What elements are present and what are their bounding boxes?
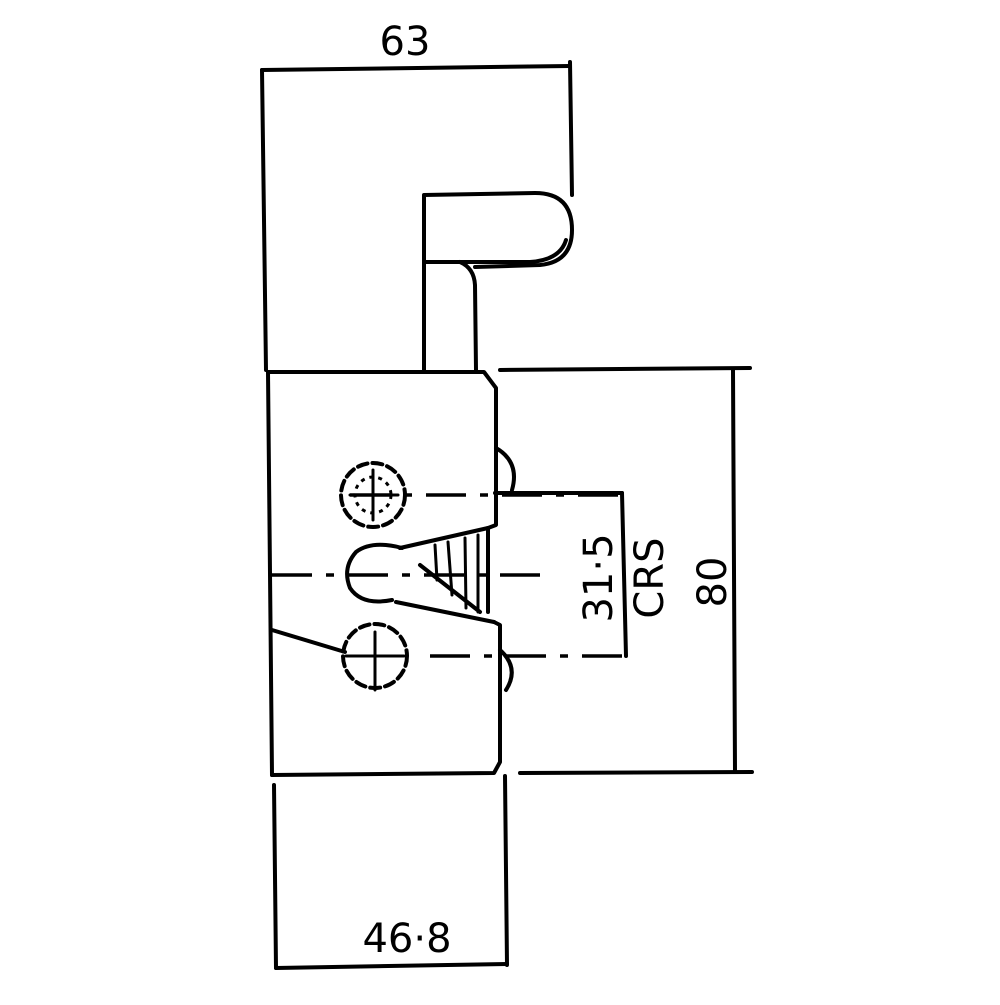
dimension-46-8: 46·8 — [272, 774, 509, 970]
dimension-label-overall-width: 63 — [380, 19, 431, 65]
dimension-63: 63 — [260, 19, 574, 372]
lower-screw — [341, 622, 409, 692]
dimension-label-fixing-centres: 31·5 — [576, 533, 622, 622]
lever-handle — [422, 191, 574, 372]
centre-lines — [272, 493, 628, 658]
dimension-label-body-width: 46·8 — [362, 916, 451, 962]
keeper-arcs — [494, 446, 516, 692]
dimension-31-5-crs: 31·5 CRS — [493, 491, 673, 658]
dimension-80: 80 — [498, 366, 754, 775]
dimension-label-height: 80 — [690, 557, 736, 608]
dimension-label-crs: CRS — [627, 537, 673, 618]
